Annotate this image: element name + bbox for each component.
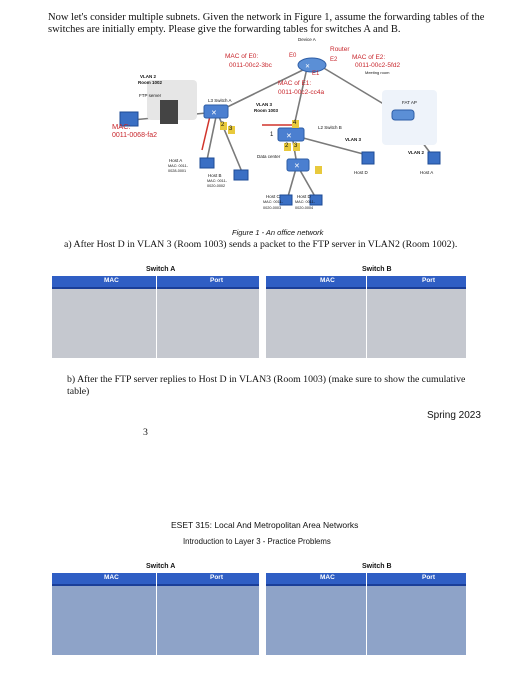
host-d-mac: MAC: 0011-: [295, 200, 315, 204]
host-a-right-label: Host A: [420, 170, 434, 175]
host-b-label: Host B: [208, 173, 222, 178]
room1002-label: Room 1002: [138, 80, 163, 85]
mac-e1-value: 0011-00c2-cc4a: [278, 89, 325, 96]
l2-switch-b-label: L2 Switch B: [318, 125, 342, 130]
router-label: Router: [330, 46, 350, 53]
mac-left-label: MAC:: [112, 122, 131, 131]
network-figure: ✕ ✕ ✕ ✕: [112, 37, 442, 220]
host-b-mac: MAC: 0011-: [207, 179, 227, 183]
term-label: Spring 2023: [427, 410, 481, 421]
router-icon: [297, 57, 327, 73]
vlan3-b-label: VLAN 3: [345, 137, 362, 142]
port-1-label: 1: [270, 132, 274, 138]
host-d-right-label: Host D: [354, 170, 368, 175]
page-number: 3: [143, 427, 148, 438]
question-b: b) After the FTP server replies to Host …: [67, 374, 466, 397]
table-header: MAC Port: [52, 276, 259, 289]
port-3-label: 3: [229, 126, 233, 132]
col-mac: MAC: [320, 574, 335, 581]
mac-e0-label: MAC of E0:: [225, 53, 259, 60]
network-diagram: ✕ ✕ ✕ ✕: [119, 57, 441, 206]
host-c-mac2: 0020-0003: [263, 206, 282, 210]
mac-e2-value: 0011-00c2-5fd2: [355, 62, 401, 69]
figure-caption: Figure 1 - An office network: [232, 228, 324, 237]
data-center-label: Data center: [257, 154, 281, 159]
table-header: MAC Port: [52, 573, 259, 586]
col-port: Port: [422, 574, 435, 581]
host-c-label: Host C: [266, 194, 280, 199]
switch-b-label: Switch B: [362, 266, 392, 273]
switch-a-label: Switch A: [146, 266, 176, 273]
col-mac: MAC: [104, 574, 119, 581]
l3-switch-a-label: L3 Switch A: [208, 98, 232, 103]
ap-icon: [391, 109, 415, 121]
vlan2-b-label: VLAN 2: [408, 150, 425, 155]
port-4-label: 4: [293, 120, 297, 126]
col-mac: MAC: [104, 277, 119, 284]
ftp-server-icon: [160, 100, 178, 124]
col-port: Port: [210, 574, 223, 581]
vlan3-label: VLAN 3: [256, 102, 273, 107]
mac-e0-value: 0011-00c2-3bc: [229, 62, 272, 69]
svg-text:✕: ✕: [305, 64, 310, 70]
switch-a-label-2: Switch A: [146, 563, 176, 570]
left-host-icon: [119, 111, 139, 127]
col-mac: MAC: [320, 277, 335, 284]
host-d-label: Host D: [297, 194, 311, 199]
switch-b-table: MAC Port: [266, 276, 466, 358]
intro-text: Now let's consider multiple subnets. Giv…: [48, 12, 485, 35]
dc-switch-icon: [286, 158, 310, 172]
port-2-label: 2: [221, 122, 225, 128]
col-port: Port: [210, 277, 223, 284]
host-b-mac2: 0020-0002: [207, 184, 226, 188]
fat-ap-label: FAT AP: [402, 100, 417, 105]
e0-label: E0: [289, 53, 297, 59]
ftp-server-label: FTP server: [139, 93, 162, 98]
svg-text:✕: ✕: [211, 110, 217, 117]
svg-text:✕: ✕: [294, 163, 300, 170]
col-port: Port: [422, 277, 435, 284]
device-a-label: Device A: [298, 37, 316, 42]
course-subtitle: Introduction to Layer 3 - Practice Probl…: [183, 537, 331, 546]
course-title: ESET 315: Local And Metropolitan Area Ne…: [171, 520, 359, 530]
meeting-room-label: Meeting room: [365, 70, 390, 75]
host-icons: [199, 151, 441, 206]
mac-e2-label: MAC of E2:: [352, 54, 386, 61]
question-a: a) After Host D in VLAN 3 (Room 1003) se…: [64, 239, 458, 250]
host-a-mac: MAC: 0011-: [168, 164, 188, 168]
switch-a-table-2: MAC Port: [52, 573, 259, 655]
mac-left-value: 0011-0068-fa2: [112, 132, 158, 139]
host-a-label: Host A: [169, 158, 183, 163]
host-a-mac2: 0028-0001: [168, 169, 187, 173]
host-d-mac2: 0020-0004: [295, 206, 314, 210]
switch-a-table: MAC Port: [52, 276, 259, 358]
switch-b-label-2: Switch B: [362, 563, 392, 570]
l3-switch-a-icon: [203, 104, 229, 119]
e1-label: E1: [312, 71, 320, 77]
port-2b-label: 2: [285, 143, 289, 149]
port-3b-label: 3: [294, 143, 298, 149]
e2-label: E2: [330, 57, 338, 63]
svg-text:✕: ✕: [286, 133, 292, 140]
vlan2-label: VLAN 2: [140, 74, 157, 79]
mac-e1-label: MAC of E1:: [278, 80, 312, 87]
l2-switch-b-icon: [277, 127, 305, 142]
switch-b-table-2: MAC Port: [266, 573, 466, 655]
room1003-label: Room 1003: [254, 108, 279, 113]
host-c-mac: MAC: 0011-: [263, 200, 283, 204]
